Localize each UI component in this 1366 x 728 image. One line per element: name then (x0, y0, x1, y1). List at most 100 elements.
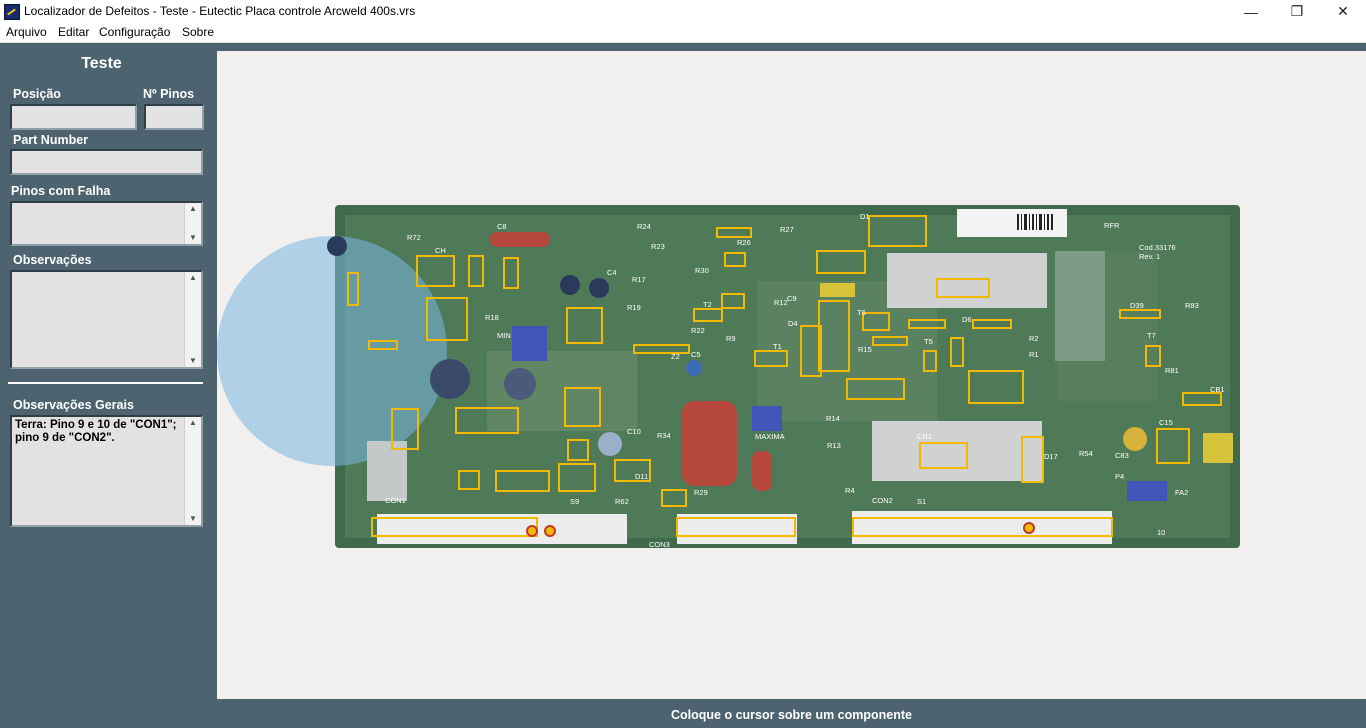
trimmer-pot (512, 326, 547, 361)
fault-pin-markers (526, 522, 1035, 537)
observacoes-gerais-label: Observações Gerais (13, 398, 134, 412)
observacoes-scrollbar[interactable]: ▲ ▼ (184, 272, 201, 367)
inductor (1055, 251, 1105, 361)
part-number-field[interactable] (10, 149, 203, 175)
film-capacitor (490, 232, 550, 247)
capacitor (598, 432, 622, 456)
svg-text:R62: R62 (615, 497, 629, 506)
window-title: Localizador de Defeitos - Teste - Eutect… (24, 4, 416, 18)
scroll-up-icon[interactable]: ▲ (189, 273, 197, 282)
heatsink (887, 253, 1047, 308)
capacitor (430, 359, 470, 399)
board-viewer[interactable]: C8 R24 R27 D1 RFR R72 C4 R23 R26 CH R17 … (217, 51, 1366, 699)
capacitor (820, 283, 855, 297)
scroll-down-icon[interactable]: ▼ (189, 356, 197, 365)
board-image[interactable]: C8 R24 R27 D1 RFR R72 C4 R23 R26 CH R17 … (217, 51, 1366, 699)
connector-con2 (852, 511, 1112, 544)
svg-text:Rev. 1: Rev. 1 (1139, 252, 1160, 261)
svg-text:CON3: CON3 (649, 540, 670, 549)
svg-text:S1: S1 (917, 497, 926, 506)
pinos-falha-scrollbar[interactable]: ▲ ▼ (184, 203, 201, 244)
scroll-down-icon[interactable]: ▼ (189, 233, 197, 242)
svg-text:C4: C4 (607, 268, 617, 277)
svg-text:R13: R13 (827, 441, 841, 450)
menu-sobre[interactable]: Sobre (182, 25, 215, 39)
trimmer-pot (752, 406, 782, 431)
svg-text:R14: R14 (826, 414, 840, 423)
svg-text:Z2: Z2 (671, 352, 680, 361)
posicao-label: Posição (13, 87, 61, 101)
scroll-down-icon[interactable]: ▼ (189, 514, 197, 523)
svg-text:C8: C8 (497, 222, 507, 231)
scroll-up-icon[interactable]: ▲ (189, 418, 197, 427)
svg-text:D39: D39 (1130, 301, 1144, 310)
sidebar-divider (8, 382, 203, 384)
posicao-field[interactable] (10, 104, 137, 130)
svg-text:RFR: RFR (1104, 221, 1120, 230)
svg-text:10: 10 (1157, 528, 1165, 537)
svg-text:FA2: FA2 (1175, 488, 1188, 497)
svg-text:D1: D1 (860, 212, 870, 221)
svg-text:R72: R72 (407, 233, 421, 242)
svg-text:C9: C9 (787, 294, 797, 303)
svg-text:T1: T1 (773, 342, 782, 351)
pinos-falha-field[interactable]: ▲ ▼ (10, 201, 203, 246)
svg-text:CON1: CON1 (385, 496, 406, 505)
svg-text:R24: R24 (637, 222, 651, 231)
svg-text:Cod.33176: Cod.33176 (1139, 243, 1176, 252)
svg-text:S9: S9 (570, 497, 579, 506)
svg-text:R19: R19 (627, 303, 641, 312)
observacoes-label: Observações (13, 253, 92, 267)
svg-text:T7: T7 (1147, 331, 1156, 340)
film-capacitor (682, 401, 737, 486)
svg-text:R1: R1 (1029, 350, 1039, 359)
observacoes-gerais-text: Terra: Pino 9 e 10 de "CON1"; pino 9 de … (15, 419, 177, 444)
status-bar-text: Coloque o cursor sobre um componente (671, 708, 912, 722)
svg-text:R4: R4 (845, 486, 855, 495)
observacoes-gerais-field[interactable]: Terra: Pino 9 e 10 de "CON1"; pino 9 de … (10, 415, 203, 527)
svg-text:CR1: CR1 (917, 432, 932, 441)
sidebar-title: Teste (81, 55, 122, 72)
silkscreen-labels: C8 R24 R27 D1 RFR R72 C4 R23 R26 CH R17 … (385, 212, 1225, 549)
svg-text:MAXIMA: MAXIMA (755, 432, 785, 441)
maximize-button[interactable]: ❐ (1290, 3, 1304, 19)
svg-text:CON2: CON2 (872, 496, 893, 505)
svg-text:T5: T5 (924, 337, 933, 346)
svg-text:R30: R30 (695, 266, 709, 275)
svg-text:R34: R34 (657, 431, 671, 440)
close-button[interactable]: ✕ (1337, 3, 1349, 19)
svg-text:MIN: MIN (497, 331, 511, 340)
watermark-circle (217, 236, 447, 466)
minimize-button[interactable]: — (1244, 3, 1258, 20)
menu-arquivo[interactable]: Arquivo (6, 25, 47, 39)
observacoes-field[interactable]: ▲ ▼ (10, 270, 203, 369)
menu-editar[interactable]: Editar (58, 25, 90, 39)
svg-text:R22: R22 (691, 326, 705, 335)
heatsink (872, 421, 1042, 481)
sidebar: Teste Posição Nº Pinos Part Number Pinos… (0, 43, 215, 728)
menu-configuracao[interactable]: Configuração (99, 25, 171, 39)
film-capacitor (752, 451, 772, 491)
part-number-label: Part Number (13, 133, 89, 147)
svg-text:R23: R23 (651, 242, 665, 251)
svg-text:C83: C83 (1115, 451, 1129, 460)
component-highlights (347, 215, 1222, 537)
barcode-sticker (957, 209, 1067, 237)
capacitor (560, 275, 580, 295)
svg-text:R83: R83 (1185, 301, 1199, 310)
pinos-field[interactable] (144, 104, 204, 130)
trimmer-pot (1127, 481, 1167, 501)
svg-text:T2: T2 (703, 300, 712, 309)
scroll-up-icon[interactable]: ▲ (189, 204, 197, 213)
svg-text:P4: P4 (1115, 472, 1124, 481)
capacitor (1123, 427, 1147, 451)
capacitor (327, 236, 347, 256)
observacoes-gerais-scrollbar[interactable]: ▲ ▼ (184, 417, 201, 525)
pinos-falha-label: Pinos com Falha (11, 184, 111, 198)
svg-text:R2: R2 (1029, 334, 1039, 343)
barcode-icon (1017, 214, 1053, 230)
svg-text:R15: R15 (858, 345, 872, 354)
svg-text:D11: D11 (635, 472, 648, 481)
main-frame: Teste Posição Nº Pinos Part Number Pinos… (0, 43, 1366, 728)
capacitor (504, 368, 536, 400)
